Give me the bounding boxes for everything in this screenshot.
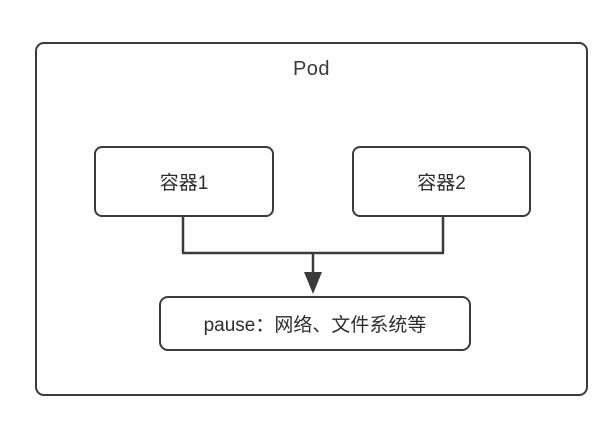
container-1-label: 容器1 [159, 173, 209, 194]
container-box-2: 容器2 [352, 146, 531, 217]
pod-title-label: Pod [292, 58, 331, 80]
container-2-label: 容器2 [417, 173, 466, 194]
pause-label: pause：网络、文件系统等 [203, 315, 427, 336]
container-box-1: 容器1 [94, 146, 274, 217]
pause-container-box: pause：网络、文件系统等 [159, 296, 471, 351]
